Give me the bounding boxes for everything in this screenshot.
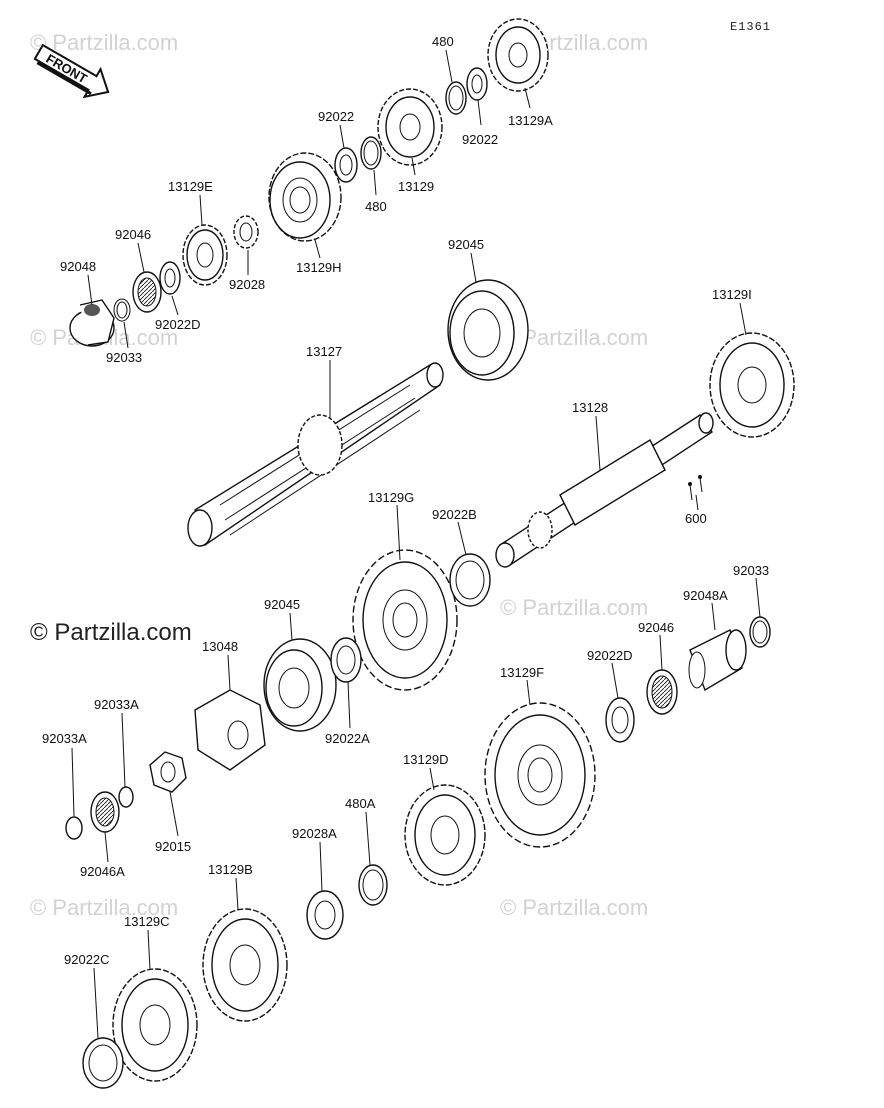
label-92022-right[interactable]: 92022 [462,132,498,147]
part-13127-input-shaft[interactable] [187,362,444,547]
part-13129D-gear[interactable] [404,784,486,886]
part-13129H-gear[interactable] [268,152,342,242]
watermark: © Partzilla.com [30,895,178,920]
part-13129C-gear[interactable] [112,968,198,1082]
part-92033-circlip[interactable] [113,298,131,322]
label-92046A[interactable]: 92046A [80,864,125,879]
part-92045-bearing-mid[interactable] [263,638,337,732]
label-13128[interactable]: 13128 [572,400,608,415]
label-92022B[interactable]: 92022B [432,507,477,522]
part-600-pins[interactable] [688,475,703,501]
part-92015-nut[interactable] [149,751,187,793]
label-13129E[interactable]: 13129E [168,179,213,194]
label-92022-left[interactable]: 92022 [318,109,354,124]
part-92022B-washer[interactable] [449,553,491,607]
part-13129B-gear[interactable] [202,908,288,1022]
part-92033A-circlip[interactable] [65,786,134,840]
label-92033-top[interactable]: 92033 [106,350,142,365]
label-92015[interactable]: 92015 [155,839,191,854]
part-92022C-washer[interactable] [82,1037,124,1089]
label-13129A[interactable]: 13129A [508,113,553,128]
label-13129D[interactable]: 13129D [403,752,449,767]
part-92048-bushing[interactable] [69,299,115,347]
part-13129F-gear[interactable] [484,702,596,848]
watermarks: © Partzilla.com © Partzilla.com © Partzi… [30,30,648,920]
label-92048[interactable]: 92048 [60,259,96,274]
label-13129B[interactable]: 13129B [208,862,253,877]
part-13129E-gear[interactable] [182,224,228,286]
part-92028-bushing[interactable] [233,215,259,249]
part-labels: 480 13129A 92022 92022 13129 480 13129E … [42,34,769,967]
label-13129[interactable]: 13129 [398,179,434,194]
leader-lines [71,49,761,1039]
part-92046-needle-bearing-right[interactable] [646,669,678,715]
part-13129-gear[interactable] [377,88,443,166]
part-92033-circlip-right[interactable] [749,616,771,648]
label-480-mid[interactable]: 480 [365,199,387,214]
label-92033A-left[interactable]: 92033A [42,731,87,746]
label-600[interactable]: 600 [685,511,707,526]
label-13048[interactable]: 13048 [202,639,238,654]
label-92022D-top[interactable]: 92022D [155,317,201,332]
label-92046-top[interactable]: 92046 [115,227,151,242]
label-92045-mid[interactable]: 92045 [264,597,300,612]
part-92022D-washer-right[interactable] [605,697,635,743]
part-92022D-washer[interactable] [159,261,181,295]
label-92028A[interactable]: 92028A [292,826,337,841]
part-92028A-bushing[interactable] [306,890,344,940]
part-480-circlip[interactable] [360,136,382,170]
label-13129I[interactable]: 13129I [712,287,752,302]
diagram-code: E1361 [730,20,771,34]
watermark: © Partzilla.com [500,895,648,920]
part-92022A-washer[interactable] [330,637,362,683]
label-13129F[interactable]: 13129F [500,665,544,680]
label-92046-right[interactable]: 92046 [638,620,674,635]
part-92022-washer-right[interactable] [466,67,488,101]
part-13128-output-shaft[interactable] [495,412,714,568]
label-13129G[interactable]: 13129G [368,490,414,505]
label-13129C[interactable]: 13129C [124,914,170,929]
part-480-circlip-top[interactable] [445,81,467,115]
label-92045-top[interactable]: 92045 [448,237,484,252]
part-13129G-gear[interactable] [352,549,458,691]
part-92048A-bushing[interactable] [688,629,747,692]
label-13129H[interactable]: 13129H [296,260,342,275]
label-92033-right[interactable]: 92033 [733,563,769,578]
label-92022C[interactable]: 92022C [64,952,110,967]
part-92022-washer[interactable] [334,147,358,183]
label-92048A[interactable]: 92048A [683,588,728,603]
watermark: © Partzilla.com [500,595,648,620]
label-480A[interactable]: 480A [345,796,376,811]
label-13127[interactable]: 13127 [306,344,342,359]
part-480A-circlip[interactable] [358,864,388,906]
label-92033A-right[interactable]: 92033A [94,697,139,712]
label-92028[interactable]: 92028 [229,277,265,292]
front-arrow-icon: FRONT [33,43,110,99]
label-92022A[interactable]: 92022A [325,731,370,746]
part-92046A-needle-bearing[interactable] [90,791,120,833]
label-92022D-right[interactable]: 92022D [587,648,633,663]
part-13048-hub[interactable] [194,689,266,771]
part-13129I-gear[interactable] [709,332,795,438]
part-13129A-gear[interactable] [487,18,549,92]
watermark-dark: © Partzilla.com [30,619,192,646]
part-92046-needle-bearing[interactable] [132,271,162,313]
label-480-top[interactable]: 480 [432,34,454,49]
part-92045-bearing[interactable] [447,279,529,381]
